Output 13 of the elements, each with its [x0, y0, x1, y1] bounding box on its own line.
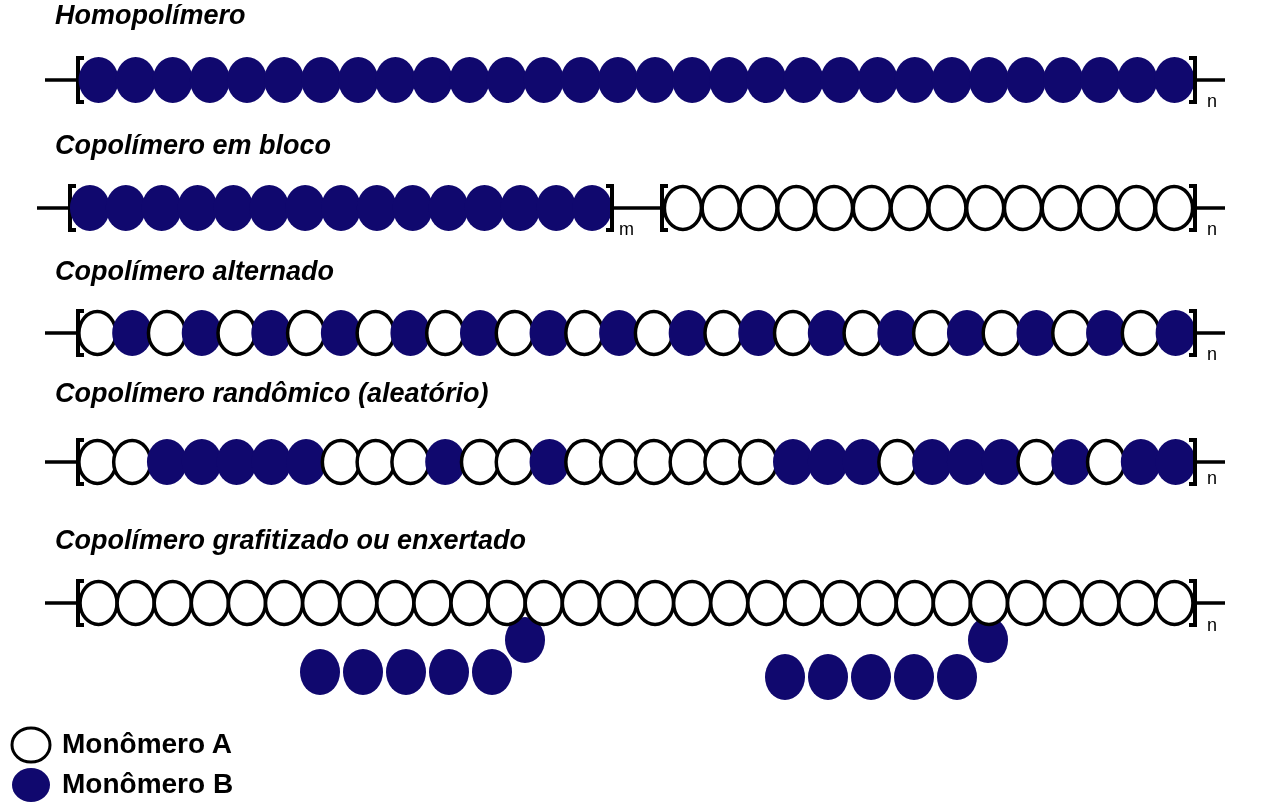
repeat-subscript: m — [619, 220, 634, 238]
legend-label: Monômero A — [62, 730, 233, 758]
repeat-subscript: n — [1207, 92, 1217, 110]
repeat-subscript: n — [1207, 345, 1217, 363]
repeat-subscript: n — [1207, 469, 1217, 487]
repeat-subscript: n — [1207, 220, 1217, 238]
legend-label: Monômero B — [62, 770, 234, 798]
polymer-type-heading: Copolímero randômico (aleatório) — [55, 380, 489, 407]
repeat-subscript: n — [1207, 616, 1217, 634]
polymer-type-heading: Copolímero alternado — [55, 258, 335, 285]
polymer-type-heading: Homopolímero — [55, 2, 246, 29]
polymer-type-heading: Copolímero em bloco — [55, 132, 332, 159]
polymer-type-heading: Copolímero grafitizado ou enxertado — [55, 527, 527, 554]
